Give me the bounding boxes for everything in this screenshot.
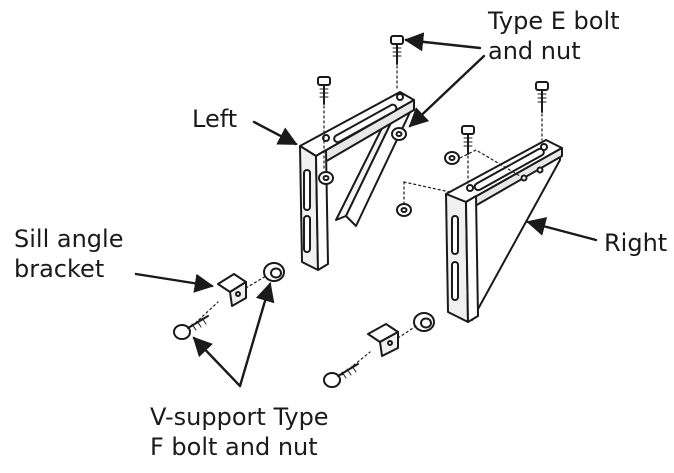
right-bolt-1 [535, 81, 549, 113]
arrow-v-support-nut [238, 282, 275, 388]
arrow-type-e-2 [408, 54, 486, 128]
right-bolt-2 [461, 125, 475, 155]
label-sill-angle-bracket: Sill angle bracket [14, 224, 123, 284]
left-bolt-2 [390, 35, 404, 65]
label-left: Left [192, 105, 238, 133]
label-sill-line2: bracket [14, 255, 105, 283]
arrow-type-e-1 [404, 32, 482, 52]
arrow-right [526, 217, 598, 242]
label-v-support-line1: V-support Type [150, 403, 329, 431]
right-f-bolt [323, 363, 359, 388]
left-f-bolt [173, 315, 209, 340]
arrow-v-support-bolt [192, 336, 242, 388]
label-right: Right [604, 229, 668, 257]
left-v-support-nut [263, 262, 285, 282]
left-bolt-1 [317, 76, 331, 105]
left-nut-2 [391, 127, 407, 141]
left-nut-1 [318, 171, 334, 185]
label-type-e-bolt-and-nut: Type E bolt and nut [488, 6, 620, 66]
label-sill-line1: Sill angle [14, 225, 124, 253]
label-type-e-line1: Type E bolt [488, 7, 620, 35]
right-nut-1 [444, 151, 460, 165]
label-v-support-line2: F bolt and nut [150, 433, 318, 461]
arrow-sill [134, 272, 214, 293]
arrow-left [252, 120, 298, 146]
right-bracket [445, 139, 563, 323]
right-nut-2 [396, 203, 412, 217]
right-v-support-nut [413, 312, 435, 332]
left-bracket [299, 91, 415, 271]
label-type-e-line2: and nut [488, 37, 581, 65]
right-sill-angle-bracket [367, 323, 399, 357]
label-v-support-type-f-bolt-and-nut: V-support Type F bolt and nut [150, 402, 329, 462]
left-sill-angle-bracket [217, 273, 247, 307]
